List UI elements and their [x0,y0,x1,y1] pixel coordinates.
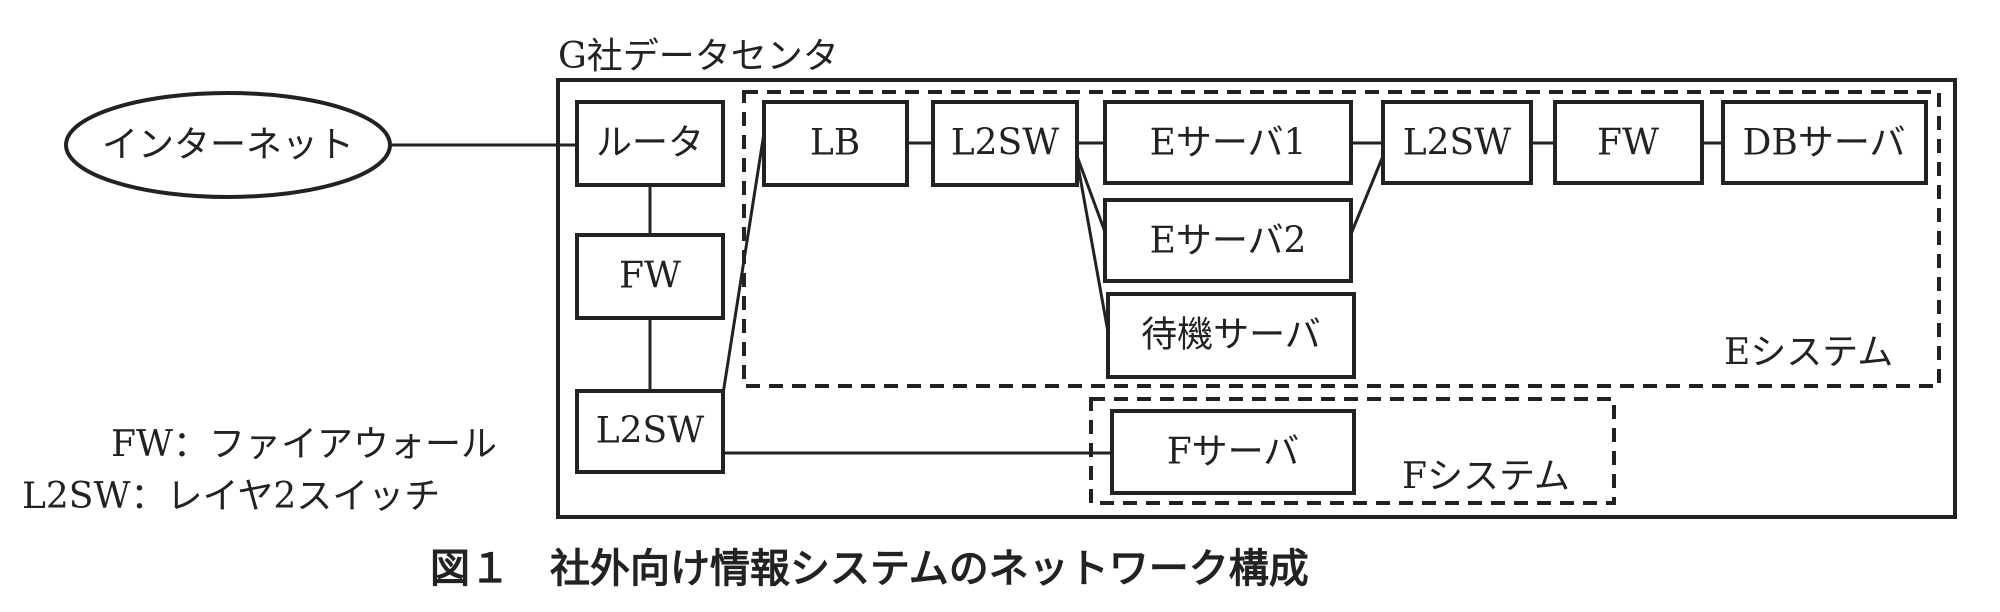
link-eserver2-l2sw [1349,155,1385,235]
fw-e-node: FW [1553,100,1704,185]
router-node: ルータ [575,100,725,187]
svg-text:L2SW: L2SW [596,411,704,452]
svg-text:待機サーバ: 待機サーバ [1141,315,1321,356]
svg-text:Eサーバ1: Eサーバ1 [1150,123,1307,164]
svg-text:L2SW: L2SW [1403,123,1511,164]
svg-text:FW: FW [1597,123,1659,164]
svg-text:L2SW: L2SW [951,123,1059,164]
fw-left-node: FW [575,233,725,320]
link-l2sw-standby [1075,159,1110,333]
l2sw-e2-node: L2SW [1381,100,1533,185]
connections [390,132,1723,455]
svg-text:FW: FW [619,256,681,297]
f-server-node: Fサーバ [1110,409,1356,495]
e-server1-node: Eサーバ1 [1103,100,1353,185]
svg-text:ルータ: ルータ [596,123,704,164]
link-l2sw-eserver2 [1075,155,1107,233]
l2sw-e1-node: L2SW [931,100,1079,187]
legend-l2sw: L2SW：レイヤ2スイッチ [22,476,440,517]
e-server2-node: Eサーバ2 [1103,198,1353,283]
e-system-label: Eシステム [1724,332,1893,373]
svg-text:Eサーバ2: Eサーバ2 [1150,221,1307,262]
standby-server-node: 待機サーバ [1106,292,1356,379]
lb-node: LB [762,100,909,187]
svg-text:Fサーバ: Fサーバ [1167,432,1300,473]
db-server-node: DBサーバ [1721,100,1928,185]
datacenter-title: G社データセンタ [558,36,839,77]
e-system-group [742,90,1941,388]
svg-text:DBサーバ: DBサーバ [1743,123,1906,164]
legend-fw: FW：ファイアウォール [111,424,497,465]
f-system-group [1089,397,1616,505]
l2sw-left-node: L2SW [575,389,725,474]
svg-text:LB: LB [810,123,860,164]
internet-label: インターネット [102,125,354,166]
f-system-label: Fシステム [1402,456,1570,497]
figure-caption: 図１ 社外向け情報システムのネットワーク構成 [430,546,1309,592]
